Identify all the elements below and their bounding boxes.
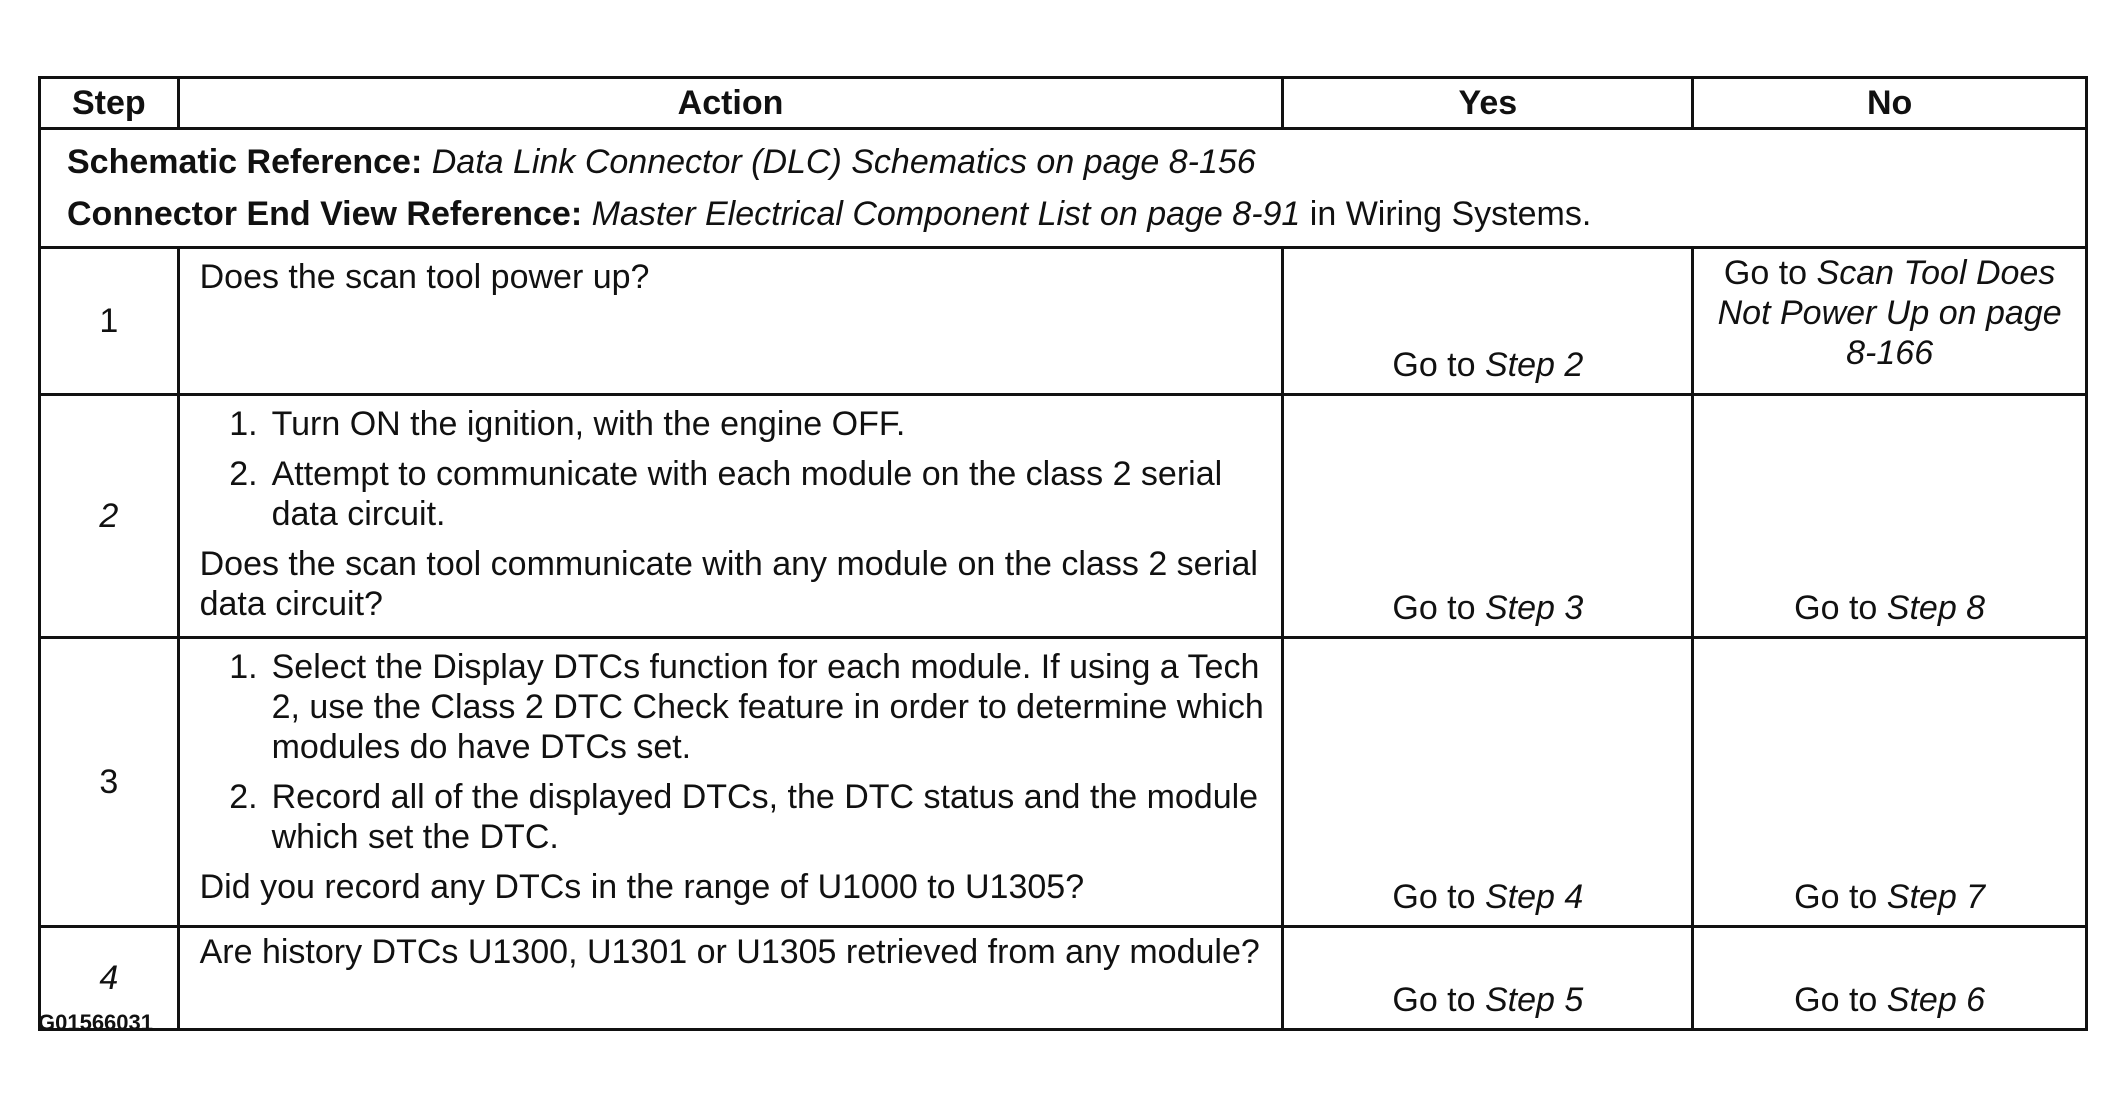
yes-prefix: Go to bbox=[1392, 589, 1476, 627]
header-yes: Yes bbox=[1281, 76, 1695, 130]
no-target: Scan Tool Does Not Power Up on page 8-16… bbox=[1717, 254, 2062, 372]
no-prefix: Go to bbox=[1723, 254, 1808, 292]
no-cell: Go to Step 8 bbox=[1691, 393, 2088, 639]
step-question: Are history DTCs U1300, U1301 or U1305 r… bbox=[199, 933, 1260, 971]
reference-cell: Schematic Reference: Data Link Connector… bbox=[38, 127, 2088, 249]
list-item: 2. Record all of the displayed DTCs, the… bbox=[200, 777, 1266, 857]
list-item-number: 2. bbox=[229, 778, 258, 816]
connector-reference-value: Master Electrical Component List on page… bbox=[591, 195, 1301, 233]
yes-prefix: Go to bbox=[1392, 878, 1476, 916]
yes-target: Step 2 bbox=[1485, 346, 1584, 384]
list-item: 2. Attempt to communicate with each modu… bbox=[200, 454, 1266, 534]
header-no: No bbox=[1691, 76, 2088, 130]
step-question: Does the scan tool communicate with any … bbox=[199, 545, 1258, 623]
list-item-text: Select the Display DTCs function for eac… bbox=[271, 648, 1264, 766]
step-number: 1 bbox=[38, 246, 180, 396]
list-item-number: 1. bbox=[229, 648, 258, 686]
no-target: Step 8 bbox=[1886, 589, 1986, 627]
no-cell: Go to Step 6 bbox=[1691, 925, 2088, 1031]
list-item-text: Record all of the displayed DTCs, the DT… bbox=[271, 778, 1259, 856]
yes-cell: Go to Step 2 bbox=[1281, 246, 1695, 396]
action-cell: 1. Turn ON the ignition, with the engine… bbox=[176, 393, 1285, 639]
action-cell: Does the scan tool power up? bbox=[176, 246, 1285, 396]
list-item-number: 1. bbox=[229, 405, 258, 443]
action-list: 1. Select the Display DTCs function for … bbox=[200, 647, 1266, 857]
no-prefix: Go to bbox=[1794, 981, 1878, 1019]
yes-target: Step 3 bbox=[1485, 589, 1584, 627]
step-number: 4 bbox=[38, 925, 180, 1031]
schematic-reference: Schematic Reference: Data Link Connector… bbox=[67, 136, 2065, 188]
reference-row: Schematic Reference: Data Link Connector… bbox=[38, 127, 2088, 249]
header-step: Step bbox=[38, 76, 180, 130]
yes-prefix: Go to bbox=[1392, 346, 1476, 384]
connector-reference-suffix: in Wiring Systems. bbox=[1309, 195, 1592, 233]
schematic-reference-value: Data Link Connector (DLC) Schematics on … bbox=[431, 143, 1256, 181]
action-cell: Are history DTCs U1300, U1301 or U1305 r… bbox=[176, 925, 1285, 1031]
list-item-text: Turn ON the ignition, with the engine OF… bbox=[271, 405, 906, 443]
step-row: 2 1. Turn ON the ignition, with the engi… bbox=[38, 393, 2088, 639]
step-row: 4 Are history DTCs U1300, U1301 or U1305… bbox=[38, 925, 2088, 1031]
action-list: 1. Turn ON the ignition, with the engine… bbox=[200, 404, 1266, 534]
list-item: 1. Select the Display DTCs function for … bbox=[200, 647, 1266, 767]
diagnostic-table: Step Action Yes No Schematic Reference: … bbox=[38, 76, 2088, 1031]
no-target: Step 6 bbox=[1886, 981, 1986, 1019]
step-question: Did you record any DTCs in the range of … bbox=[199, 868, 1085, 906]
list-item-number: 2. bbox=[229, 455, 258, 493]
step-number: 3 bbox=[38, 636, 180, 928]
step-row: 3 1. Select the Display DTCs function fo… bbox=[38, 636, 2088, 928]
no-target: Step 7 bbox=[1886, 878, 1986, 916]
header-action: Action bbox=[176, 76, 1285, 130]
figure-id: G01566031 bbox=[38, 1010, 153, 1035]
yes-cell: Go to Step 3 bbox=[1281, 393, 1695, 639]
yes-cell: Go to Step 5 bbox=[1281, 925, 1695, 1031]
step-number: 2 bbox=[38, 393, 180, 639]
no-prefix: Go to bbox=[1794, 878, 1878, 916]
no-cell: Go to Scan Tool Does Not Power Up on pag… bbox=[1691, 246, 2088, 396]
step-question: Does the scan tool power up? bbox=[199, 258, 650, 296]
step-row: 1 Does the scan tool power up? Go to Ste… bbox=[38, 246, 2088, 396]
yes-prefix: Go to bbox=[1392, 981, 1476, 1019]
list-item-text: Attempt to communicate with each module … bbox=[271, 455, 1223, 533]
connector-reference-label: Connector End View Reference: bbox=[67, 195, 583, 233]
action-cell: 1. Select the Display DTCs function for … bbox=[176, 636, 1285, 928]
yes-target: Step 5 bbox=[1485, 981, 1584, 1019]
yes-target: Step 4 bbox=[1485, 878, 1584, 916]
no-prefix: Go to bbox=[1794, 589, 1878, 627]
list-item: 1. Turn ON the ignition, with the engine… bbox=[200, 404, 1266, 444]
no-cell: Go to Step 7 bbox=[1691, 636, 2088, 928]
yes-cell: Go to Step 4 bbox=[1281, 636, 1695, 928]
connector-reference: Connector End View Reference: Master Ele… bbox=[67, 188, 2065, 240]
schematic-reference-label: Schematic Reference: bbox=[67, 143, 423, 181]
header-row: Step Action Yes No bbox=[38, 76, 2088, 130]
